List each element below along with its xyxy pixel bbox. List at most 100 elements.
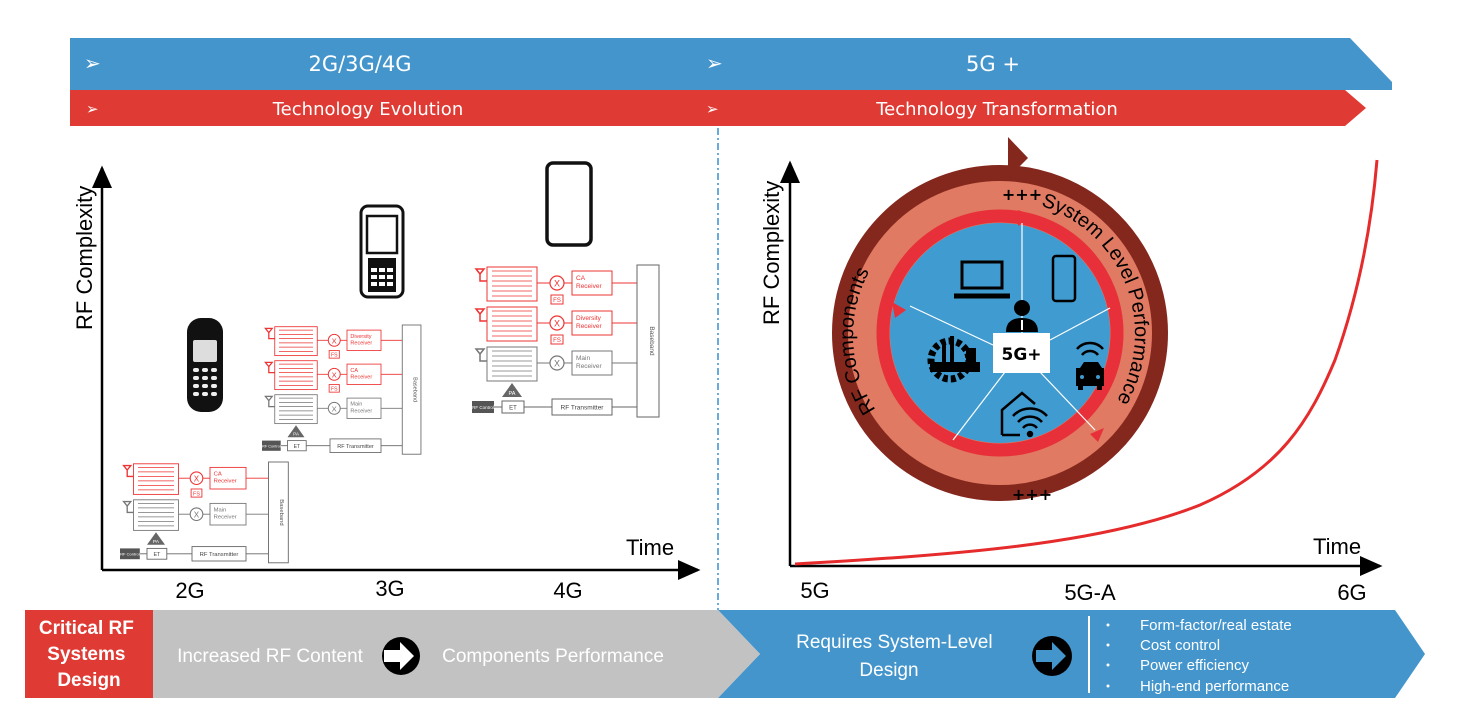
frequency-synth-box: [328, 350, 340, 359]
baseband-box: [636, 264, 660, 418]
rf-control-label: RF Control: [472, 405, 494, 410]
banner-bullet-icon: ➢: [706, 100, 719, 118]
frequency-synth-box: [550, 334, 564, 345]
filter-bank: [133, 499, 179, 531]
filter-bank: [274, 360, 318, 391]
top-marks: +++: [1002, 185, 1042, 204]
y-axis-label: RF Complexity: [759, 181, 784, 325]
receiver-label: Receiver: [350, 409, 372, 415]
filter-bank: [486, 266, 538, 302]
x-tick-label: 2G: [175, 578, 204, 603]
smartphone-4g-icon: [545, 161, 593, 247]
feature-phone-2g-icon: [187, 318, 223, 412]
filter-bank: [274, 394, 318, 425]
receiver-label: Receiver: [576, 283, 602, 290]
right-theme-label: Technology Transformation: [875, 99, 1118, 120]
banner-bullet-icon: ➢: [86, 100, 99, 118]
x-tick-label: 5G: [800, 578, 829, 603]
receiver-label: Receiver: [214, 479, 237, 485]
fs-label: FS: [553, 338, 561, 344]
critical-rf-label-box: [25, 610, 153, 698]
filter-bank: [486, 346, 538, 382]
rf-transmitter-label: RF Transmitter: [561, 405, 605, 412]
center-label-box: [993, 333, 1050, 373]
mixer-symbol: X: [554, 319, 560, 329]
fs-label: FS: [193, 491, 200, 497]
antenna-icon: [122, 464, 134, 478]
right-arrow-circle-icon: [382, 637, 420, 675]
requirement-item: High-end performance: [1140, 678, 1289, 695]
filter-bank: [486, 306, 538, 342]
mixer-symbol: X: [554, 359, 560, 369]
x-tick-label: 3G: [375, 576, 404, 601]
connected-car-icon: [1076, 341, 1104, 390]
requirement-item: Form-factor/real estate: [1140, 617, 1292, 634]
cycle-arrowhead: [1008, 137, 1028, 178]
pa-label: PA: [153, 539, 160, 545]
receiver-label: Diversity: [576, 315, 602, 322]
x-axis-label: Time: [1313, 534, 1361, 559]
baseband-label: Baseband: [278, 499, 284, 525]
component-arrow: [153, 610, 760, 698]
x-tick-label: 5G-A: [1064, 580, 1116, 605]
receiver-label: Receiver: [214, 515, 237, 521]
center-label: 5G+: [1001, 345, 1041, 365]
receiver-label: CA: [214, 472, 222, 478]
receiver-label: Main: [576, 355, 590, 362]
requires-system-level-design: Requires System-Level Design: [796, 632, 998, 681]
receiver-label: Receiver: [350, 341, 372, 347]
mixer-symbol: X: [332, 404, 337, 413]
receiver-label: CA: [576, 275, 586, 282]
receiver-box: [571, 270, 613, 296]
receiver-label: Receiver: [350, 375, 372, 381]
smart-home-wifi-icon: [1000, 391, 1048, 438]
antenna-icon: [122, 500, 134, 514]
antenna-icon: [474, 348, 487, 362]
right-generation-label: 5G +: [966, 52, 1020, 76]
rf-transmitter-label: RF Transmitter: [337, 444, 374, 450]
baseband-box: [268, 461, 289, 564]
fs-label: FS: [331, 386, 338, 392]
baseband-box: [401, 324, 422, 455]
antenna-icon: [264, 361, 275, 374]
rf-control-box: [120, 548, 140, 560]
receiver-label: Diversity: [350, 334, 371, 340]
complexity-growth-curve: [794, 159, 1379, 566]
requirements-list: Form-factor/real estate Cost control Pow…: [1106, 617, 1292, 695]
antenna-icon: [474, 268, 487, 282]
power-amplifier-icon: [502, 383, 522, 397]
increased-rf-content: Increased RF Content: [177, 646, 364, 667]
rf-control-box: [262, 440, 281, 451]
receiver-label: Receiver: [576, 323, 602, 330]
mixer-symbol: X: [194, 510, 200, 519]
critical-rf-label: Critical RF Systems Design: [39, 618, 139, 691]
antenna-icon: [264, 395, 275, 408]
baseband-label: Baseband: [648, 326, 655, 356]
bottom-band: Critical RF Systems Design Increased RF …: [25, 610, 1425, 698]
receiver-label: CA: [350, 368, 358, 374]
antenna-icon: [264, 327, 275, 340]
smart-factory-icon: [927, 336, 980, 383]
generation-banner: [70, 38, 1392, 90]
rf-control-label: RF Control: [262, 444, 281, 448]
components-performance: Components Performance: [442, 646, 664, 667]
fs-label: FS: [553, 298, 561, 304]
et-label: ET: [153, 552, 161, 558]
receiver-box: [571, 350, 613, 376]
top-banner: ➢ ➢ ➢ ➢ 2G/3G/4G 5G + Technology Evoluti…: [70, 38, 1392, 126]
requirement-item: Power efficiency: [1140, 657, 1249, 674]
pa-label: PA: [293, 432, 300, 437]
receiver-label: Main: [214, 508, 227, 514]
power-amplifier-icon: [147, 532, 165, 545]
et-label: ET: [294, 444, 301, 450]
pa-label: PA: [509, 391, 516, 397]
x-tick-label: 4G: [553, 578, 582, 603]
user-icon: [1006, 300, 1038, 332]
candybar-phone-3g-icon: [359, 204, 405, 299]
requirement-item: Cost control: [1140, 637, 1220, 654]
right-arrow-circle-icon: [1032, 636, 1072, 676]
left-generation-label: 2G/3G/4G: [308, 52, 411, 76]
right-chart: RF Complexity Time 5G 5G-A 6G: [759, 137, 1383, 605]
